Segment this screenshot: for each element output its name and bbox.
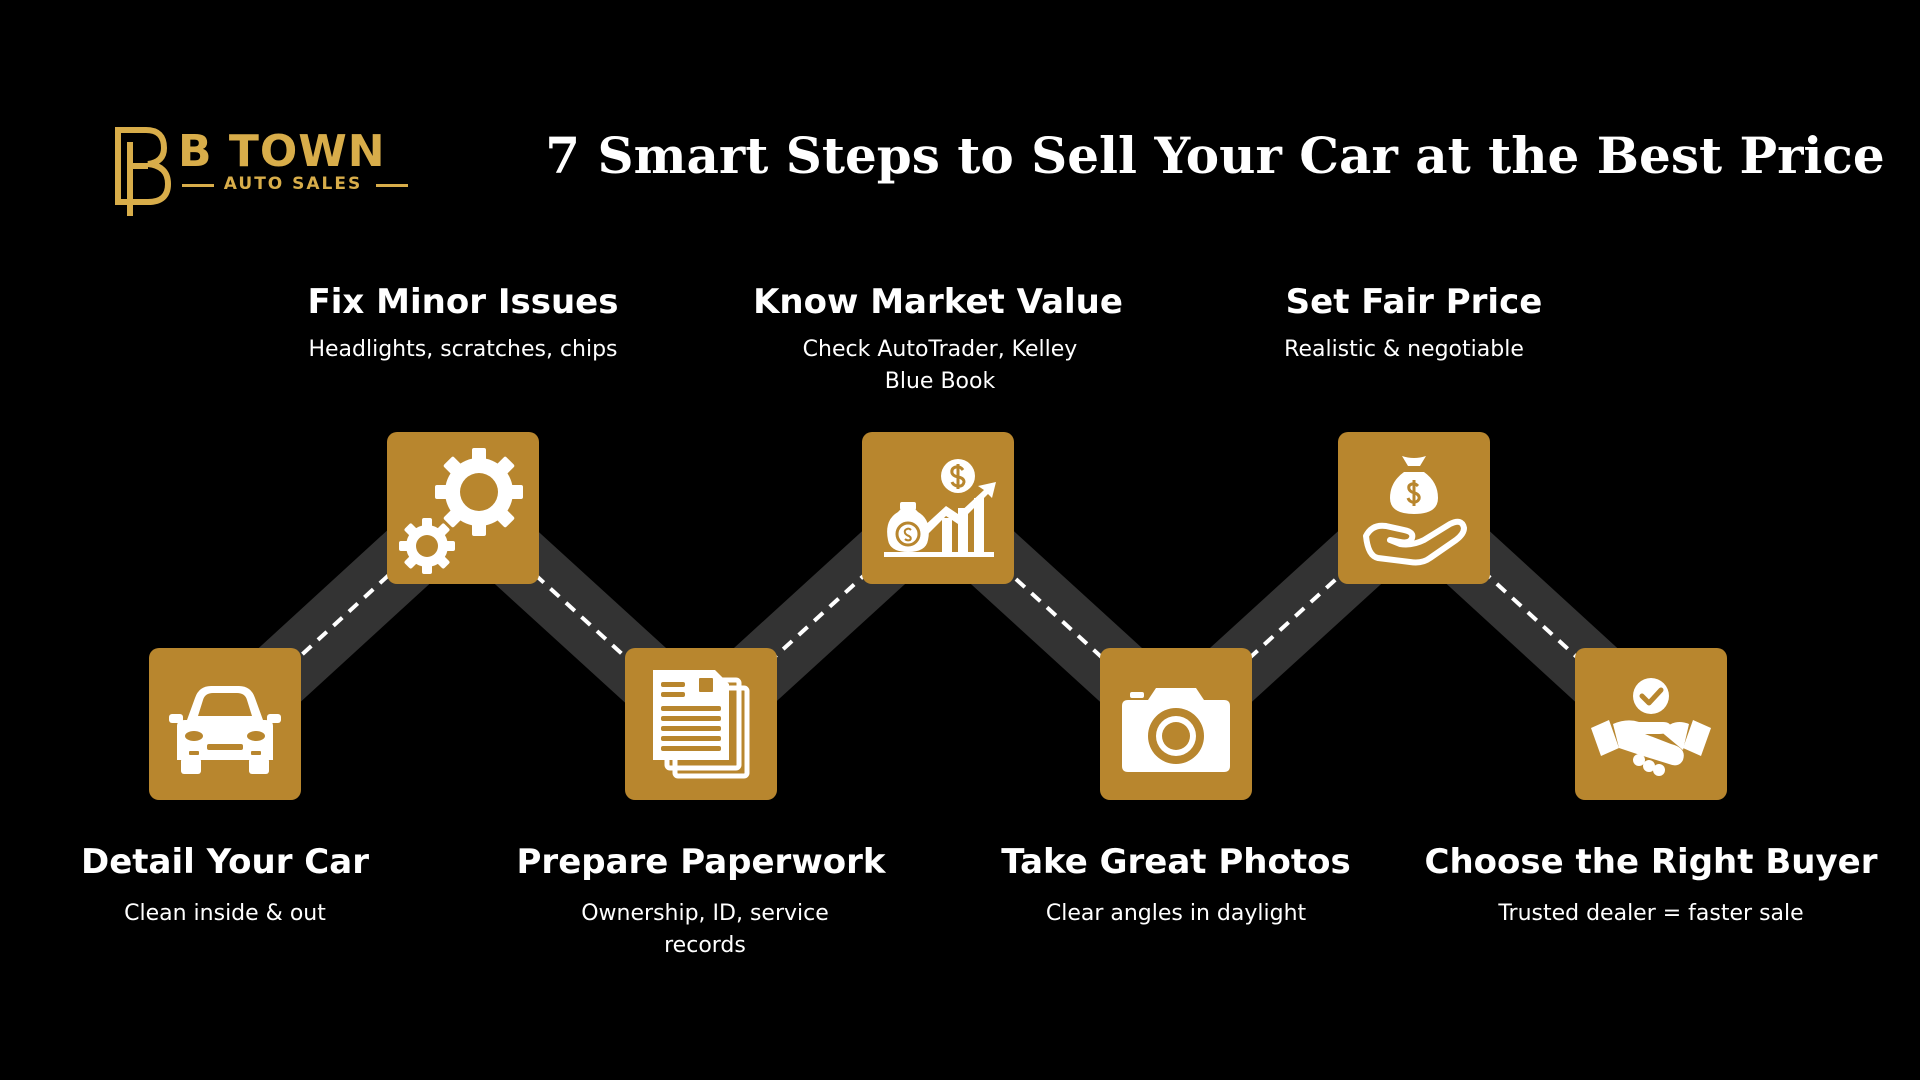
step-6-description: Realistic & negotiable — [1284, 337, 1524, 362]
page-title: 7 Smart Steps to Sell Your Car at the Be… — [545, 126, 1885, 185]
money-bag-hand-icon — [1363, 456, 1467, 566]
step-1-description: Clean inside & out — [124, 901, 326, 926]
step-1-title: Detail Your Car — [81, 842, 369, 882]
camera-icon — [1122, 688, 1230, 772]
step-2-description: Headlights, scratches, chips — [308, 337, 618, 362]
car-icon — [169, 686, 281, 774]
step-1-tile — [149, 648, 301, 800]
step-5-description: Clear angles in daylight — [1045, 901, 1307, 926]
step-4-tile — [862, 432, 1014, 584]
step-4-title: Know Market Value — [753, 282, 1123, 322]
logo-brand-name: B TOWN — [178, 126, 386, 177]
logo-rule-right — [376, 184, 408, 187]
documents-icon — [653, 670, 750, 779]
step-2-tile — [387, 432, 539, 584]
logo-subtitle: AUTO SALES — [223, 174, 363, 194]
step-7-description: Trusted dealer = faster sale — [1498, 901, 1804, 926]
step-6-title: Set Fair Price — [1285, 282, 1543, 322]
step-3-title: Prepare Paperwork — [516, 842, 886, 882]
bp-monogram-icon — [115, 127, 172, 216]
step-7-tile — [1575, 648, 1727, 800]
handshake-check-icon — [1591, 678, 1711, 776]
step-4-description: Check AutoTrader, Kelley Blue Book — [802, 337, 1078, 394]
market-value-chart-icon — [884, 459, 996, 557]
step-5-tile — [1100, 648, 1252, 800]
logo-subtitle-row: AUTO SALES — [178, 174, 408, 196]
step-6-tile — [1338, 432, 1490, 584]
step-3-description: Ownership, ID, service records — [581, 901, 829, 958]
gears-icon — [399, 448, 523, 574]
step-3-tile — [625, 648, 777, 800]
step-7-title: Choose the Right Buyer — [1424, 842, 1878, 882]
step-2-title: Fix Minor Issues — [307, 282, 619, 322]
logo-rule-left — [182, 184, 214, 187]
brand-logo: B TOWN AUTO SALES — [112, 122, 412, 218]
step-5-title: Take Great Photos — [1001, 842, 1351, 882]
